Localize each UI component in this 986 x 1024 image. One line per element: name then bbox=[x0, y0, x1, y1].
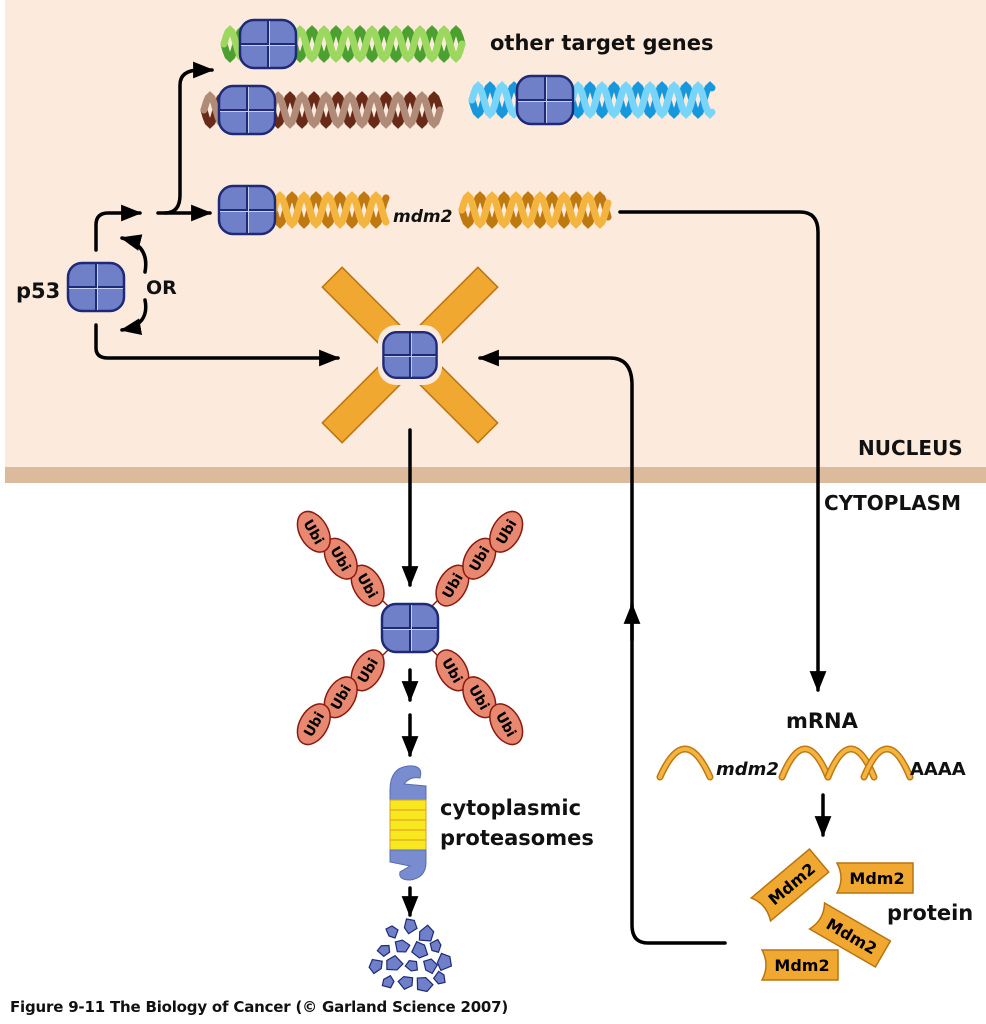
ubiquitin: Ubi bbox=[462, 676, 497, 719]
peptide-fragment bbox=[385, 925, 399, 939]
poly-a-tail-label: AAAA bbox=[910, 759, 966, 780]
p53-on-green-gene bbox=[238, 18, 298, 70]
ubiquitin: Ubi bbox=[435, 564, 470, 607]
nuclear-membrane bbox=[5, 467, 986, 483]
nucleus-region bbox=[5, 0, 986, 468]
peptide-fragments bbox=[368, 918, 453, 993]
p53-free bbox=[66, 261, 126, 313]
svg-text:Mdm2: Mdm2 bbox=[849, 869, 904, 888]
peptide-fragment bbox=[418, 924, 435, 942]
mdm2-protein: Mdm2 bbox=[749, 848, 830, 923]
ubiquitin: Ubi bbox=[323, 676, 358, 719]
peptide-fragment bbox=[429, 938, 442, 953]
peptide-fragment bbox=[411, 940, 429, 959]
arrow-protein-to-nucleus bbox=[477, 349, 727, 945]
ubiquitin: Ubi bbox=[462, 537, 497, 580]
gene-dna-green-right bbox=[290, 25, 466, 63]
gene-dna-brown-right bbox=[268, 91, 444, 129]
ubiquitin: Ubi bbox=[350, 564, 385, 607]
peptide-fragment bbox=[436, 952, 453, 972]
peptide-fragment bbox=[381, 974, 395, 989]
arrow-or-down bbox=[119, 298, 148, 335]
protein-label: protein bbox=[887, 901, 973, 925]
ubiquitin: Ubi bbox=[435, 649, 470, 692]
peptide-fragment bbox=[403, 918, 418, 935]
nucleus-label: NUCLEUS bbox=[858, 436, 963, 460]
arrow-mdm2-to-mrna bbox=[618, 210, 827, 693]
arrow-p53-up bbox=[94, 204, 143, 252]
other-target-genes-label: other target genes bbox=[490, 31, 713, 55]
mdm2-protein: Mdm2 bbox=[835, 862, 914, 894]
ubiquitin: Ubi bbox=[296, 703, 331, 746]
or-label: OR bbox=[146, 277, 177, 299]
arrow-to-other-genes bbox=[163, 61, 215, 215]
ubiquitin: Ubi bbox=[296, 510, 331, 553]
p53-on-blue-gene bbox=[515, 74, 575, 126]
proteasome-label-line1: cytoplasmic bbox=[440, 796, 581, 820]
peptide-fragment bbox=[404, 960, 419, 972]
peptide-fragment bbox=[376, 944, 391, 958]
ubiquitin: Ubi bbox=[489, 703, 524, 746]
peptide-fragment bbox=[423, 958, 439, 975]
proteasome-label-line2: proteasomes bbox=[440, 826, 594, 850]
figure-caption: Figure 9-11 The Biology of Cancer (© Gar… bbox=[10, 998, 509, 1016]
p53-label: p53 bbox=[16, 279, 60, 303]
mdm2-protein: Mdm2 bbox=[760, 949, 839, 981]
p53-on-brown-gene bbox=[217, 84, 277, 136]
mrna-mdm2-label: mdm2 bbox=[716, 759, 779, 780]
svg-text:Mdm2: Mdm2 bbox=[774, 956, 829, 975]
proteasome-icon bbox=[389, 765, 427, 881]
p53-on-mdm2-gene bbox=[217, 184, 277, 236]
p53-ubiquitinated bbox=[380, 602, 440, 654]
gene-dna-mdm2-right bbox=[458, 191, 612, 229]
gene-dna-blue-left bbox=[468, 81, 524, 119]
mdm2-mrna-strand bbox=[656, 745, 914, 781]
mrna-label: mRNA bbox=[786, 709, 859, 733]
ubiquitin: Ubi bbox=[323, 537, 358, 580]
peptide-fragment bbox=[416, 976, 434, 993]
mdm2-gene-label: mdm2 bbox=[393, 207, 452, 227]
cytoplasm-label: CYTOPLASM bbox=[824, 491, 961, 515]
gene-dna-blue-right bbox=[568, 81, 716, 119]
peptide-fragment bbox=[368, 958, 383, 975]
peptide-fragment bbox=[394, 939, 411, 953]
gene-dna-mdm2-mid bbox=[270, 191, 390, 229]
peptide-fragment bbox=[386, 954, 404, 971]
arrow-p53-to-complex bbox=[94, 323, 341, 367]
ubiquitin: Ubi bbox=[489, 510, 524, 553]
arrow-or-up bbox=[119, 234, 148, 274]
mdm2-bound-p53-complex bbox=[321, 266, 499, 444]
peptide-fragment bbox=[397, 975, 414, 990]
peptide-fragment bbox=[432, 970, 446, 985]
